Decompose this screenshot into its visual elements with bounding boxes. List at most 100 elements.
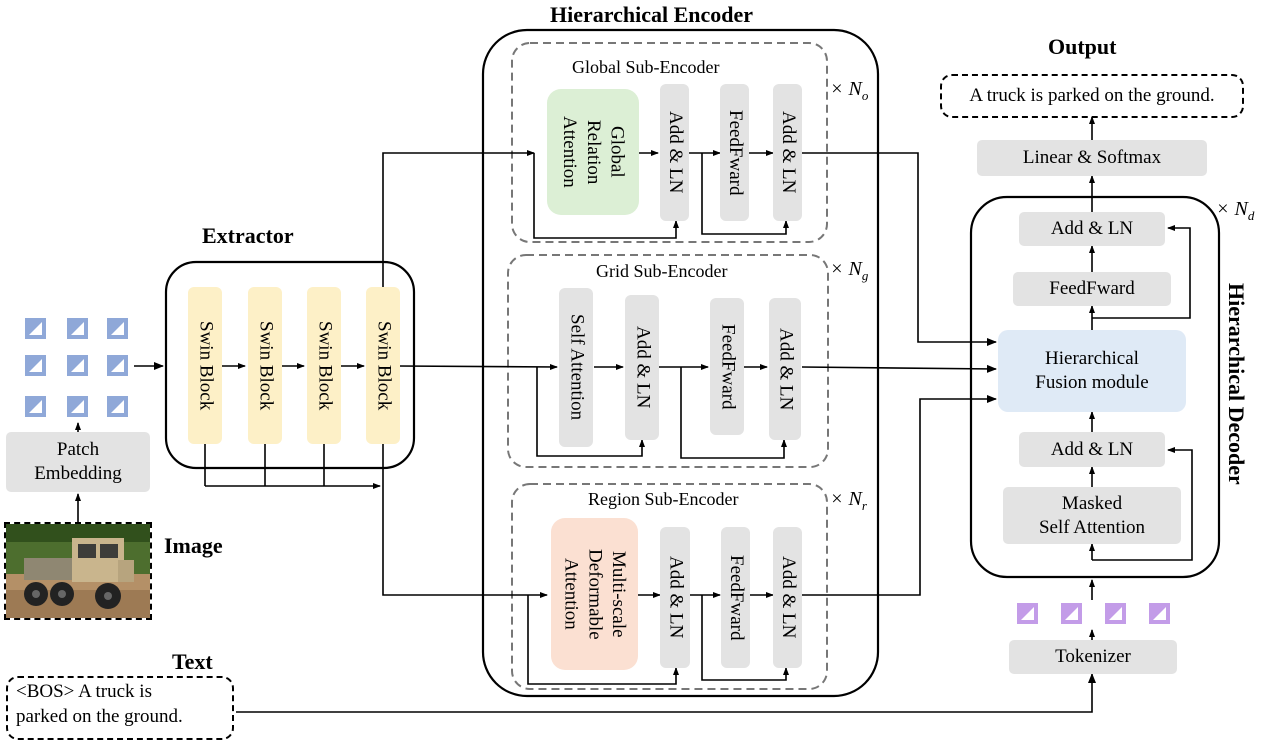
decoder-feedforward: FeedFward bbox=[1013, 272, 1171, 306]
repeat-subscript: r bbox=[861, 498, 867, 513]
global-attention-line-1: Global bbox=[606, 126, 628, 178]
patch-icon bbox=[107, 318, 128, 339]
truck-image bbox=[6, 524, 150, 618]
input-image bbox=[4, 522, 152, 620]
fusion-line-1: Hierarchical bbox=[1045, 348, 1139, 370]
input-text-box: <BOS> A truck is parked on the ground. bbox=[6, 676, 234, 740]
add-ln-label: Add & LN bbox=[777, 556, 799, 639]
global-feedforward: FeedFward bbox=[720, 84, 749, 221]
grid-repeat-label: × Ng bbox=[830, 258, 868, 284]
global-repeat-label: × No bbox=[830, 78, 868, 104]
input-text-line-2: parked on the ground. bbox=[16, 705, 183, 727]
image-title: Image bbox=[164, 533, 223, 558]
patch-icon bbox=[107, 355, 128, 376]
patch-icon bbox=[25, 355, 46, 376]
patch-embedding-line-2: Embedding bbox=[34, 463, 122, 484]
output-title: Output bbox=[1048, 34, 1117, 59]
patch-embedding-line-1: Patch bbox=[56, 439, 100, 461]
masked-self-attention-box: Masked Self Attention bbox=[1003, 487, 1181, 544]
region-container bbox=[511, 483, 828, 690]
encoder-container bbox=[481, 28, 880, 698]
tokenizer-box: Tokenizer bbox=[1009, 640, 1177, 674]
decoder-add-ln-top: Add & LN bbox=[1019, 212, 1165, 246]
region-add-ln-2: Add & LN bbox=[773, 527, 802, 668]
patch-icon bbox=[67, 318, 88, 339]
region-attention-line-3: Attention bbox=[560, 558, 582, 630]
add-ln-label: Add & LN bbox=[664, 111, 686, 194]
patch-icon bbox=[67, 355, 88, 376]
token-icon bbox=[1061, 603, 1082, 624]
text-title: Text bbox=[172, 649, 213, 674]
output-text-box: A truck is parked on the ground. bbox=[940, 74, 1244, 118]
swin-block-4: Swin Block bbox=[366, 287, 400, 444]
repeat-symbol: × N bbox=[830, 488, 862, 510]
grid-sub-encoder-title: Grid Sub-Encoder bbox=[596, 261, 728, 281]
global-container bbox=[511, 42, 828, 243]
feedforward-label: FeedFward bbox=[717, 323, 739, 410]
grid-add-ln-1: Add & LN bbox=[625, 295, 659, 440]
patch-icon bbox=[25, 318, 46, 339]
decoder-container bbox=[969, 195, 1221, 579]
region-repeat-label: × Nr bbox=[830, 488, 867, 514]
repeat-subscript: o bbox=[861, 88, 869, 103]
token-icon bbox=[1149, 603, 1170, 624]
swin-block-label: Swin Block bbox=[255, 320, 277, 411]
add-ln-label: Add & LN bbox=[777, 111, 799, 194]
fusion-line-2: Fusion module bbox=[1035, 372, 1149, 393]
global-attention-line-2: Relation bbox=[582, 119, 604, 185]
repeat-symbol: × N bbox=[1216, 198, 1248, 220]
region-add-ln-1: Add & LN bbox=[660, 527, 690, 668]
swin-block-label: Swin Block bbox=[373, 320, 395, 411]
repeat-symbol: × N bbox=[830, 258, 862, 280]
swin-block-label: Swin Block bbox=[314, 320, 336, 411]
linear-softmax-box: Linear & Softmax bbox=[977, 140, 1207, 176]
self-attention-label: Self Attention bbox=[566, 314, 588, 421]
patch-embedding-box: Patch Embedding bbox=[6, 432, 150, 492]
repeat-symbol: × N bbox=[830, 78, 862, 100]
region-attention-line-2: Deformable bbox=[584, 548, 606, 640]
add-ln-label: Add & LN bbox=[632, 326, 654, 409]
grid-add-ln-2: Add & LN bbox=[769, 298, 801, 440]
output-text: A truck is parked on the ground. bbox=[969, 84, 1215, 106]
extractor-title: Extractor bbox=[202, 223, 294, 248]
repeat-subscript: d bbox=[1247, 208, 1255, 223]
global-attention-line-3: Attention bbox=[559, 116, 581, 188]
extractor-container bbox=[164, 260, 416, 470]
decoder-repeat-label: × Nd bbox=[1216, 198, 1254, 224]
global-add-ln-2: Add & LN bbox=[773, 84, 802, 221]
swin-block-label: Swin Block bbox=[195, 320, 217, 411]
grid-feedforward: FeedFward bbox=[710, 298, 744, 435]
swin-block-3: Swin Block bbox=[307, 287, 341, 444]
patch-icon bbox=[107, 396, 128, 417]
token-icon bbox=[1017, 603, 1038, 624]
masked-line-1: Masked bbox=[1061, 492, 1123, 514]
token-icon bbox=[1105, 603, 1126, 624]
region-attention-line-1: Multi-scale bbox=[608, 550, 630, 638]
hierarchical-fusion-module: Hierarchical Fusion module bbox=[998, 330, 1186, 412]
swin-block-2: Swin Block bbox=[248, 287, 282, 444]
input-text-line-1: <BOS> A truck is bbox=[16, 681, 152, 702]
feedforward-label: FeedFward bbox=[725, 554, 747, 641]
hierarchical-encoder-title: Hierarchical Encoder bbox=[550, 2, 754, 27]
decoder-add-ln-bottom: Add & LN bbox=[1019, 432, 1165, 467]
grid-container bbox=[507, 254, 829, 468]
feedforward-label: FeedFward bbox=[724, 109, 746, 196]
region-feedforward: FeedFward bbox=[721, 527, 750, 668]
repeat-subscript: g bbox=[861, 268, 869, 283]
patch-icon bbox=[67, 396, 88, 417]
hierarchical-decoder-title: Hierarchical Decoder bbox=[1224, 283, 1250, 485]
add-ln-label: Add & LN bbox=[665, 556, 687, 639]
swin-block-1: Swin Block bbox=[188, 287, 222, 444]
patch-icon bbox=[25, 396, 46, 417]
region-sub-encoder-title: Region Sub-Encoder bbox=[588, 489, 739, 509]
grid-self-attention: Self Attention bbox=[559, 288, 593, 447]
global-sub-encoder-title: Global Sub-Encoder bbox=[572, 57, 720, 77]
global-add-ln-1: Add & LN bbox=[660, 84, 689, 221]
masked-line-2: Self Attention bbox=[1038, 516, 1146, 538]
add-ln-label: Add & LN bbox=[775, 327, 797, 411]
